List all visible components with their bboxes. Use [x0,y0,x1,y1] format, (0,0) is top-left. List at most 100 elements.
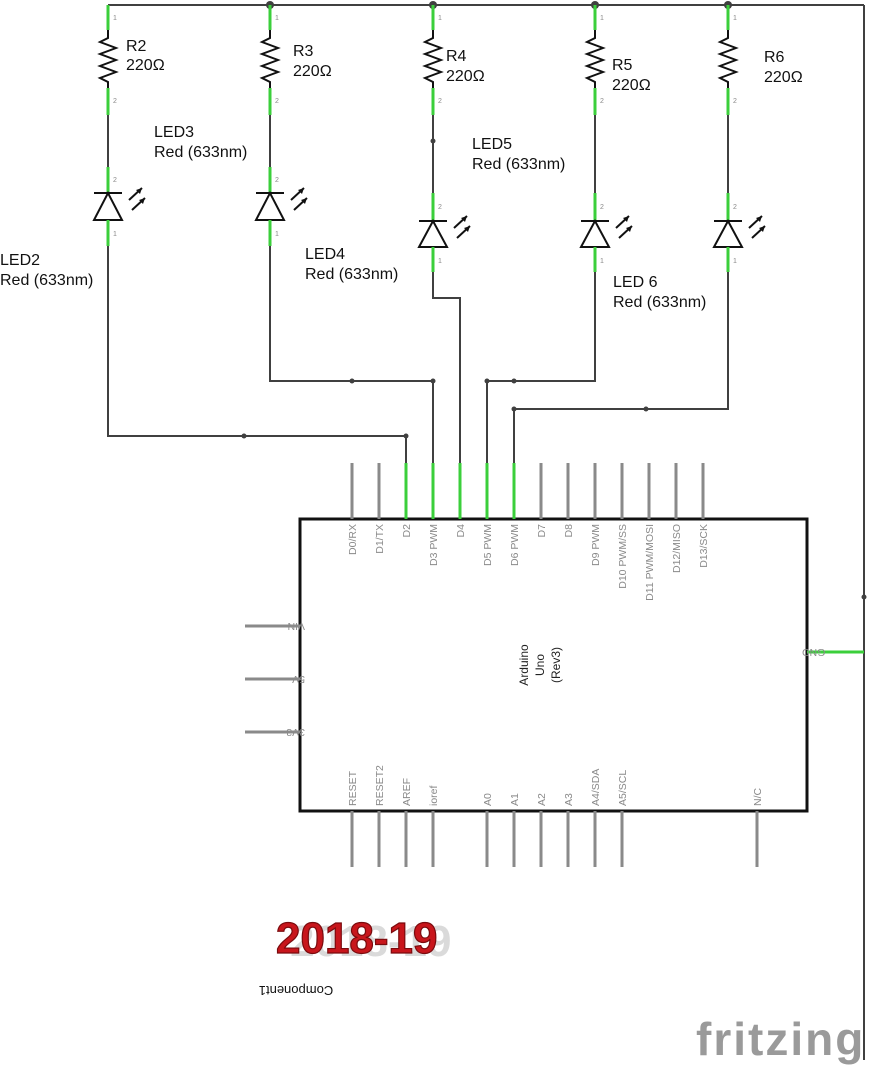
resistor-r3-ref: R3 [293,43,314,60]
pin-label-vin: VIN [287,620,305,632]
pin-number: 1 [600,258,604,265]
pin-number: 2 [733,98,737,105]
pin-number: 1 [600,15,604,22]
pin-number: 1 [275,15,279,22]
pin-number: 1 [113,15,117,22]
pin-label-d7: D7 [536,524,548,538]
pin-label-a2: A2 [536,793,548,806]
led4-ref: LED4 [305,246,345,263]
channel-r6-led6: 1 2 R6 220Ω 2 1 LED 6 Red (633nm) [511,5,803,463]
pin-number: 1 [733,15,737,22]
led6-symbol [712,215,766,248]
top-pin-labels: D0/RX D1/TX D2 D3 PWM D4 D5 PWM D6 PWM D… [347,524,710,601]
channel-r4-led4: 1 2 R4 220Ω 2 1 LED4 Red (633nm) [305,5,485,463]
pin-number: 1 [113,231,117,238]
year-stamp: 2018-19 2018-19 [275,913,451,966]
arduino-title-line1: Arduino [517,644,531,686]
component-ref: Component1 [259,983,333,998]
pin-number: 1 [275,231,279,238]
resistor-r6-symbol [717,30,739,88]
pin-label-nc: N/C [752,788,764,807]
led3-color: Red (633nm) [154,144,247,161]
left-header-pins: VIN 5V 3V3 [245,620,305,738]
resistor-r4-value: 220Ω [446,68,485,85]
right-header-pins: GND [802,646,864,658]
pin-label-d13: D13/SCK [698,524,710,568]
resistor-r4-symbol [422,30,444,88]
arduino-title: Arduino Uno (Rev3) [517,644,563,686]
pin-label-a4: A4/SDA [590,769,602,806]
year-text: 2018-19 [276,914,437,963]
led4-symbol [417,215,471,248]
pin-label-a3: A3 [563,793,575,806]
pin-label-d0: D0/RX [347,524,359,555]
led5-symbol [579,215,633,248]
pin-number: 2 [600,204,604,211]
pin-label-d2: D2 [401,524,413,538]
pin-label-ioref: ioref [428,785,440,806]
pin-label-a1: A1 [509,793,521,806]
resistor-r5-value: 220Ω [612,77,651,94]
pin-number: 1 [438,258,442,265]
top-header-pins [350,463,705,519]
pin-label-d9: D9 PWM [590,524,602,566]
resistor-r5-symbol [584,30,606,88]
led5-ref: LED5 [472,136,512,153]
pin-number: 2 [113,98,117,105]
pin-label-d10: D10 PWM/SS [617,524,629,589]
fritzing-logo: fritzing [696,1013,865,1065]
resistor-r2-value: 220Ω [126,57,165,74]
pin-number: 2 [600,98,604,105]
pin-label-aref: AREF [401,778,413,806]
arduino-uno-board: D0/RX D1/TX D2 D3 PWM D4 D5 PWM D6 PWM D… [245,463,864,867]
pin-label-5v: 5V [292,673,305,685]
led5-color: Red (633nm) [472,156,565,173]
pin-number: 2 [113,177,117,184]
resistor-r6-value: 220Ω [764,69,803,86]
resistor-r3-value: 220Ω [293,63,332,80]
led4-color: Red (633nm) [305,266,398,283]
pin-number: 2 [275,98,279,105]
pin-label-a0: A0 [482,793,494,806]
pin-label-d4: D4 [455,524,467,538]
arduino-title-line3: (Rev3) [549,647,563,683]
pin-number: 2 [733,204,737,211]
pin-label-d11: D11 PWM/MOSI [644,524,656,601]
led3-ref: LED3 [154,124,194,141]
resistor-r2-ref: R2 [126,38,147,55]
pin-label-reset2: RESET2 [374,765,386,806]
channel-r2-led2: 1 2 R2 220Ω 2 1 LED2 Red (633nm) [0,5,409,463]
resistor-r2-symbol [97,30,119,88]
pin-label-reset: RESET [347,770,359,806]
led2-color: Red (633nm) [0,272,93,289]
arduino-title-line2: Uno [533,654,547,676]
pin-label-d6: D6 PWM [509,524,521,566]
channel-r3-led3: 1 2 R3 220Ω LED3 Red (633nm) 2 1 [154,5,436,463]
channel-r5-led5: 1 2 R5 220Ω LED5 Red (633nm) 2 1 [472,5,651,463]
pin-label-d5: D5 PWM [482,524,494,566]
pin-number: 2 [275,177,279,184]
led6-color: Red (633nm) [613,294,706,311]
pin-label-d8: D8 [563,524,575,538]
pin-number: 2 [438,204,442,211]
led2-symbol [92,187,146,221]
pin-label-d12: D12/MISO [671,524,683,573]
bottom-pin-labels: RESET RESET2 AREF ioref A0 A1 A2 A3 A4/S… [347,765,764,806]
pin-label-a5: A5/SCL [617,770,629,806]
pin-number: 1 [438,15,442,22]
pin-label-d1: D1/TX [374,524,386,554]
resistor-r6-ref: R6 [764,49,785,66]
pin-label-gnd: GND [802,646,826,658]
led2-ref: LED2 [0,252,40,269]
resistor-r4-ref: R4 [446,48,467,65]
led3-symbol [254,187,308,221]
led6-ref: LED 6 [613,274,658,291]
year-shadow: 2018-19 [290,917,451,966]
ground-rail [108,1,867,1060]
pin-number: 2 [438,98,442,105]
resistor-r5-ref: R5 [612,57,633,74]
resistor-r3-symbol [259,30,281,88]
pin-label-d3: D3 PWM [428,524,440,566]
arduino-body [298,517,809,813]
